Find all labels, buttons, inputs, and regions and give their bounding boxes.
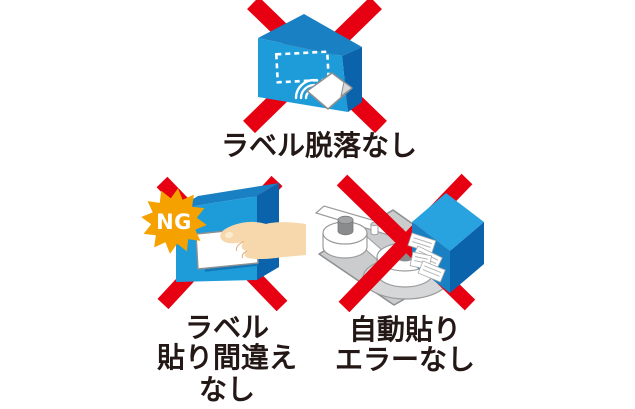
caption-line: なし (199, 373, 255, 406)
caption-line: 自動貼り (349, 313, 461, 346)
box-top-face (258, 14, 362, 56)
mislabeled-box-illustration (407, 193, 484, 293)
fingernail (224, 231, 234, 239)
hand-illustration (220, 221, 306, 260)
finger-creases (235, 241, 248, 259)
ng-badge: NG (141, 188, 207, 254)
label-missing-dashed-outline (274, 50, 331, 84)
figure-no-label-detach: ラベル脱落なし (221, 0, 417, 162)
caption-no-auto-apply-error: 自動貼り エラーなし (335, 313, 475, 376)
caption-no-label-detach: ラベル脱落なし (221, 129, 417, 162)
hand (220, 221, 306, 260)
box-right-face (450, 222, 484, 293)
caption-line: 貼り間違え (157, 341, 297, 374)
caption-line: ラベル (185, 311, 269, 344)
falling-label-illustration (306, 72, 353, 110)
messy-labels (407, 232, 446, 283)
ng-badge-text: NG (156, 210, 192, 234)
box-side-face (342, 47, 362, 112)
ng-starburst (141, 188, 207, 254)
caption-line: エラーなし (335, 343, 475, 376)
label-folded-corner (340, 81, 353, 98)
caption-no-label-misplace: ラベル 貼り間違え なし (157, 311, 297, 406)
figure-no-label-misplace: NG ラベル 貼り間違え なし (141, 175, 306, 406)
box-top-face (176, 183, 279, 209)
label-tape-strip (314, 205, 405, 238)
label-shadow (204, 263, 259, 272)
label-roll-left (322, 215, 368, 259)
figure-no-auto-apply-error: 自動貼り エラーなし (314, 173, 484, 376)
box-top-face (412, 193, 484, 251)
